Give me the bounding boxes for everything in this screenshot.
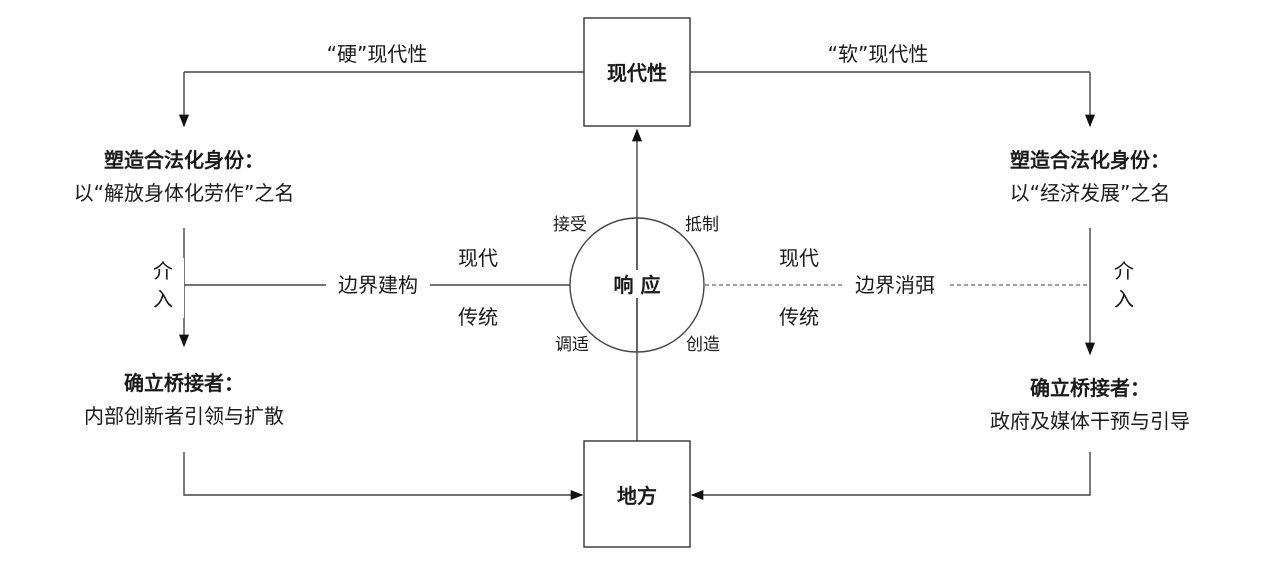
create-label: 创造 (686, 335, 720, 355)
hard-modernity-label: “硬”现代性 (327, 42, 428, 66)
bottom-left-path (183, 452, 584, 501)
left-intervene-label-2: 入 (153, 287, 173, 311)
resist-label: 抵制 (685, 215, 719, 235)
accept-label: 接受 (553, 215, 587, 235)
response-label: 响 应 (614, 273, 661, 297)
left-boundary-label: 边界建构 (338, 273, 418, 297)
right-modern-label: 现代 (779, 246, 819, 270)
right-intervene-label-1: 介 (1114, 259, 1134, 283)
modernity-box (583, 17, 691, 127)
modernity-label: 现代性 (607, 61, 667, 85)
left-intervene-label-1: 介 (153, 259, 173, 283)
right-boundary-label: 边界消弭 (855, 273, 935, 297)
left-bridge-detail: 内部创新者引领与扩散 (84, 404, 284, 428)
right-tradition-label: 传统 (779, 305, 819, 329)
place-box (583, 440, 691, 548)
right-intervene-label-2: 入 (1114, 287, 1134, 311)
bottom-right-path (690, 452, 1091, 501)
soft-modernity-label: “软”现代性 (828, 42, 929, 66)
right-bridge-detail: 政府及媒体干预与引导 (990, 409, 1190, 433)
right-identity-title: 塑造合法化身份： (1010, 148, 1170, 172)
left-modern-label: 现代 (458, 246, 498, 270)
right-identity-detail: 以“经济发展”之名 (1010, 181, 1171, 205)
left-identity-detail: 以“解放身体化劳作”之名 (74, 181, 295, 205)
place-label: 地方 (617, 484, 657, 508)
right-bridge-title: 确立桥接者： (1030, 376, 1150, 400)
left-bridge-title: 确立桥接者： (124, 371, 244, 395)
left-tradition-label: 传统 (458, 305, 498, 329)
adapt-label: 调适 (555, 335, 589, 355)
left-identity-title: 塑造合法化身份： (104, 148, 264, 172)
